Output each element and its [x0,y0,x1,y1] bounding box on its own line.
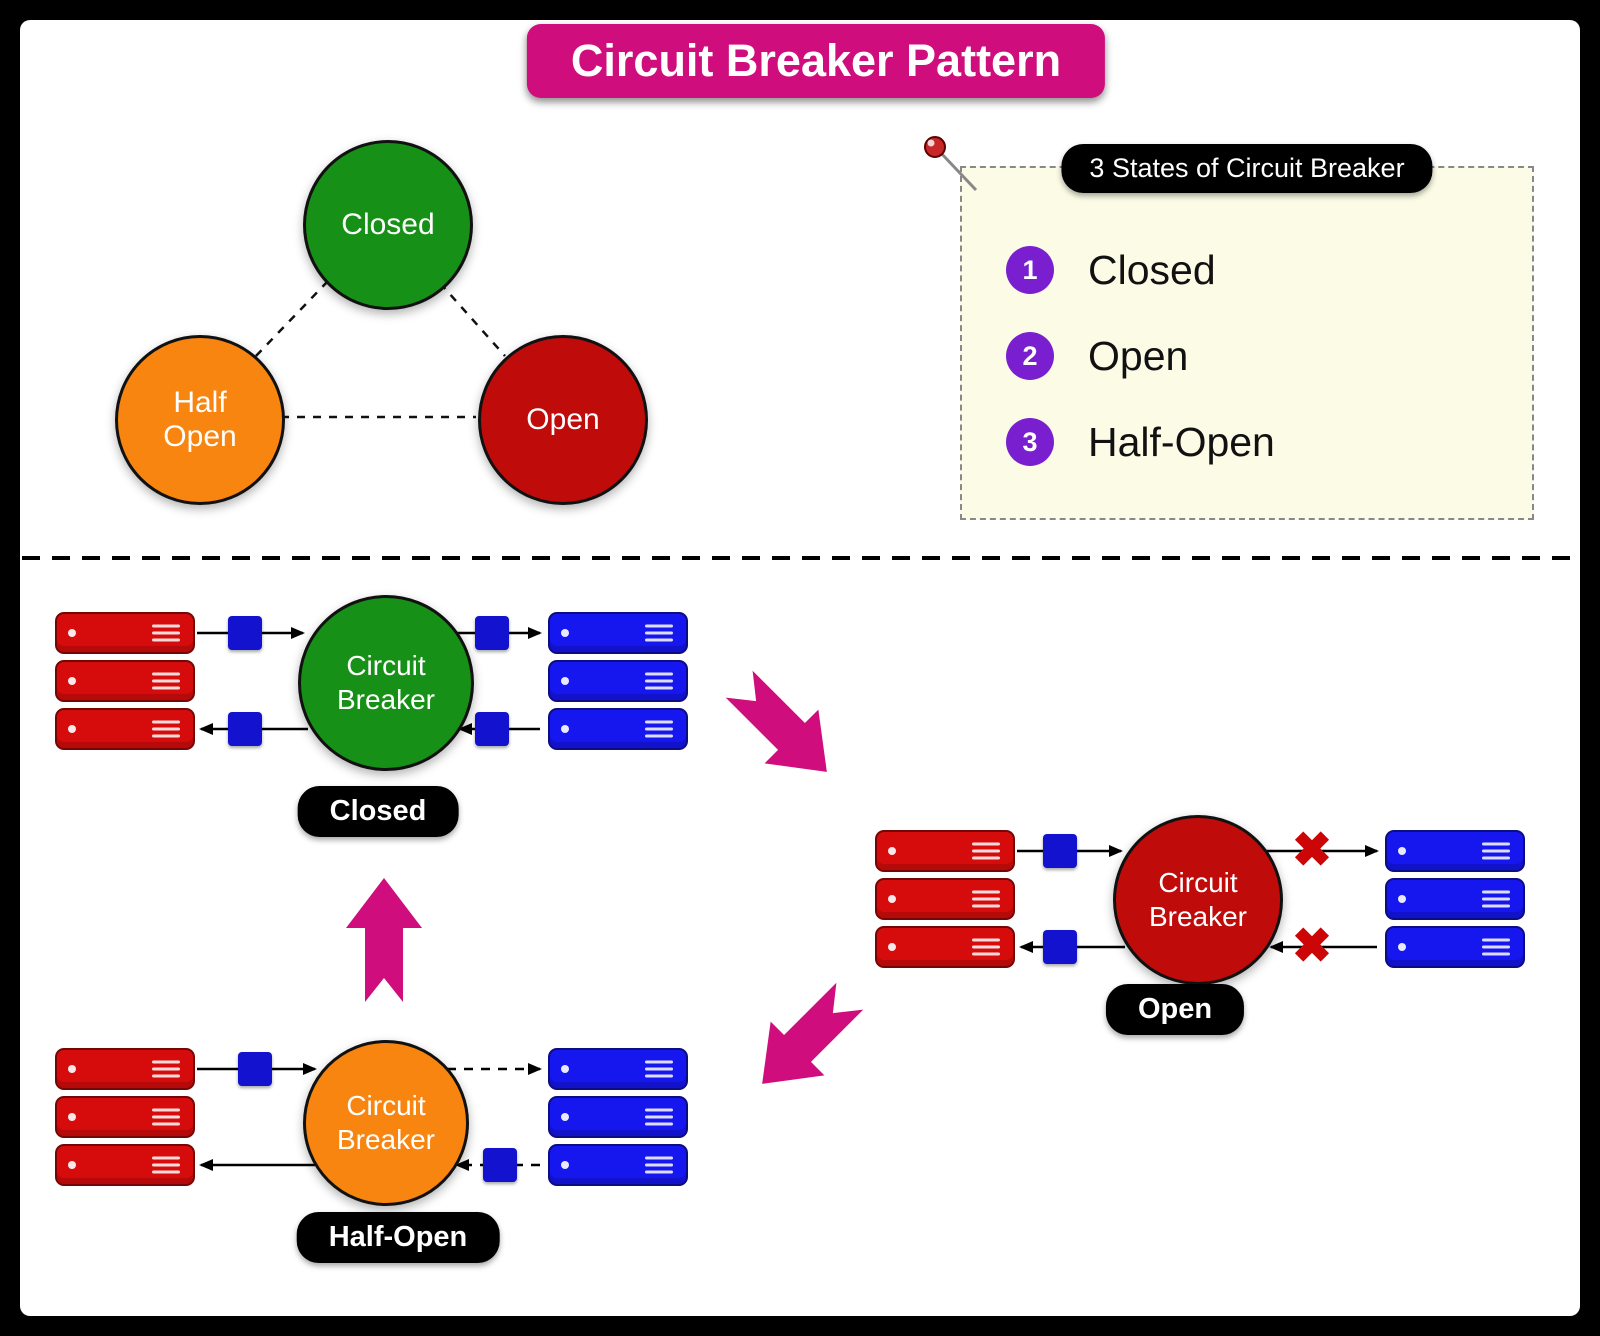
note-item-half-open: 3 Half-Open [1006,414,1275,470]
closed-client-servers [55,612,195,750]
state-node-closed-label: Closed [341,207,435,241]
circuit-breaker-label: Circuit Breaker [336,1090,436,1155]
server-icon [55,1144,195,1186]
server-vents-icon [152,1060,180,1078]
server-vents-icon [152,720,180,738]
server-icon [548,708,688,750]
blocked-x-icon: ✖ [1291,920,1333,973]
server-icon [875,830,1015,872]
request-packet-icon [228,616,262,650]
server-icon [1385,830,1525,872]
server-vents-icon [645,672,673,690]
server-led-icon [68,725,76,733]
server-vents-icon [152,1156,180,1174]
number-2-icon: 2 [1006,332,1054,380]
server-led-icon [561,629,569,637]
number-1-icon: 1 [1006,246,1054,294]
note-item-closed: 1 Closed [1006,242,1275,298]
server-icon [548,660,688,702]
note-item-label: Half-Open [1088,418,1275,465]
open-client-servers [875,830,1015,968]
server-led-icon [888,895,896,903]
server-icon [55,1048,195,1090]
closed-state-badge: Closed [297,786,459,837]
server-vents-icon [972,842,1000,860]
page-title: Circuit Breaker Pattern [526,24,1106,98]
state-node-closed: Closed [303,140,473,310]
server-vents-icon [1482,890,1510,908]
open-service-servers [1385,830,1525,968]
server-led-icon [561,1161,569,1169]
server-vents-icon [972,938,1000,956]
server-vents-icon [645,1060,673,1078]
server-vents-icon [152,1108,180,1126]
request-packet-icon [1043,834,1077,868]
server-icon [548,1144,688,1186]
server-vents-icon [972,890,1000,908]
server-icon [55,660,195,702]
state-node-half-open-label: Half Open [163,385,237,454]
server-icon [548,1096,688,1138]
state-node-half-open: Half Open [115,335,285,505]
blocked-x-icon: ✖ [1291,824,1333,877]
server-vents-icon [645,624,673,642]
half-open-service-servers [548,1048,688,1186]
circuit-breaker-label: Circuit Breaker [336,650,436,715]
server-icon [875,926,1015,968]
number-3-icon: 3 [1006,418,1054,466]
server-led-icon [68,629,76,637]
note-item-label: Closed [1088,246,1216,293]
half-open-state-badge: Half-Open [296,1212,500,1263]
server-icon [548,612,688,654]
server-vents-icon [152,672,180,690]
note-item-list: 1 Closed 2 Open 3 Half-Open [1006,242,1275,470]
server-icon [1385,878,1525,920]
server-icon [1385,926,1525,968]
open-state-badge: Open [1105,984,1245,1035]
server-icon [875,878,1015,920]
note-header-badge: 3 States of Circuit Breaker [1061,144,1433,193]
request-packet-icon [238,1052,272,1086]
server-led-icon [888,943,896,951]
server-led-icon [561,677,569,685]
circuit-breaker-label: Circuit Breaker [1148,867,1248,932]
server-led-icon [68,1113,76,1121]
server-led-icon [1398,943,1406,951]
server-vents-icon [645,720,673,738]
states-note-card: 3 States of Circuit Breaker 1 Closed 2 O… [960,144,1534,520]
server-led-icon [68,677,76,685]
server-led-icon [561,1113,569,1121]
response-packet-icon [228,712,262,746]
response-packet-icon [483,1148,517,1182]
response-packet-icon [475,712,509,746]
server-vents-icon [645,1108,673,1126]
closed-service-servers [548,612,688,750]
state-node-open-label: Open [526,402,600,436]
server-led-icon [68,1161,76,1169]
circuit-breaker-open-node: Circuit Breaker [1113,815,1283,985]
note-item-open: 2 Open [1006,328,1275,384]
server-vents-icon [645,1156,673,1174]
half-open-client-servers [55,1048,195,1186]
server-led-icon [888,847,896,855]
note-item-label: Open [1088,332,1189,379]
server-led-icon [1398,895,1406,903]
server-led-icon [68,1065,76,1073]
server-vents-icon [152,624,180,642]
server-led-icon [1398,847,1406,855]
pushpin-icon [924,136,978,192]
circuit-breaker-half-open-node: Circuit Breaker [303,1040,469,1206]
server-vents-icon [1482,842,1510,860]
server-icon [548,1048,688,1090]
server-icon [55,1096,195,1138]
server-icon [55,708,195,750]
server-vents-icon [1482,938,1510,956]
server-icon [55,612,195,654]
server-led-icon [561,1065,569,1073]
circuit-breaker-closed-node: Circuit Breaker [298,595,474,771]
server-led-icon [561,725,569,733]
request-packet-icon [475,616,509,650]
response-packet-icon [1043,930,1077,964]
state-node-open: Open [478,335,648,505]
